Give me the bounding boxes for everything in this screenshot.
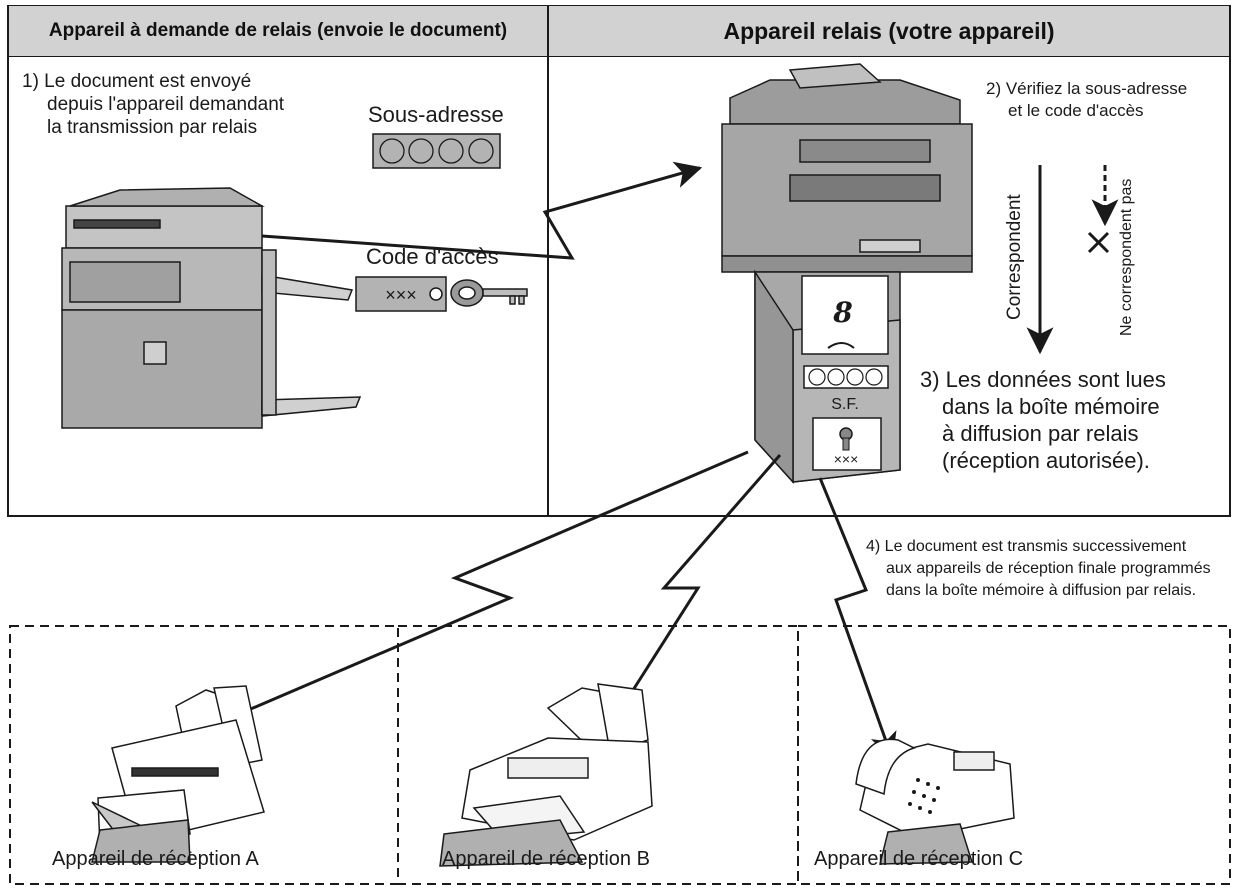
receiver-panel-c [797,625,1231,885]
box-code: ××× [834,451,859,467]
send-to-relay-arrow [261,161,703,260]
receiver-b-label: Appareil de réception B [442,848,650,870]
to-receiver-a-arrow [222,450,749,723]
fax-phone-c-icon [855,738,1015,865]
access-code-key-icon: ××× [355,276,528,312]
step-2-text: 2) Vérifiez la sous-adresse et le code d… [986,79,1188,120]
match-label: Correspondent [1004,194,1025,320]
fax-machine-b-icon [439,683,653,867]
header-relay-device: Appareil relais (votre appareil) [549,6,1229,56]
step-1-text: 1) Le document est envoyé depuis l'appar… [22,71,285,138]
header-requesting-device: Appareil à demande de relais (envoie le … [9,6,547,56]
nomatch-label: Ne correspondent pas [1118,178,1135,336]
nomatch-cross-icon [1087,231,1110,254]
step-4-text: 4) Le document est transmis successiveme… [866,538,1211,599]
receiver-a-label: Appareil de réception A [52,848,259,870]
access-code-label: Code d'accès [366,244,499,269]
step-3-text: 3) Les données sont lues dans la boîte m… [920,367,1166,473]
sub-address-box-icon [372,133,501,169]
access-code-value: ××× [385,285,417,305]
fax-machine-a-icon [91,685,265,863]
document-glyph: 8 [832,296,852,329]
sub-address-label: Sous-adresse [368,102,504,127]
relay-memory-box-icon: 8 S.F. ××× [754,269,901,484]
receiver-c-label: Appareil de réception C [814,848,1024,870]
to-receiver-b-arrow [612,454,782,722]
requesting-copier-icon [61,187,362,429]
box-label: S.F. [831,396,859,413]
relay-copier-icon [721,63,973,273]
to-receiver-c-arrow [818,477,897,761]
